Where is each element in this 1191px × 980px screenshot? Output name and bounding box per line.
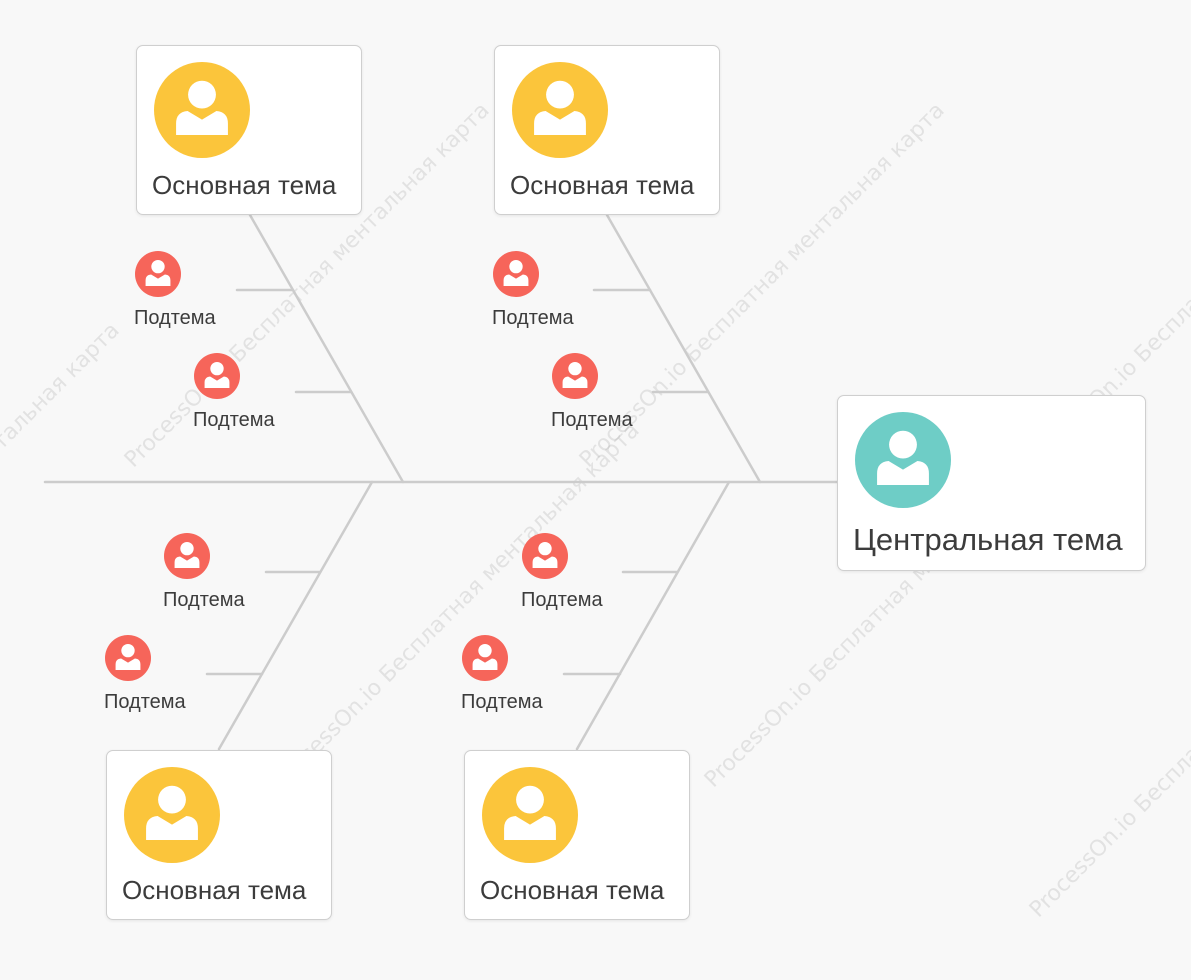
person-icon	[164, 533, 210, 579]
central-topic-node[interactable]: Центральная тема	[837, 395, 1146, 571]
subtopic-node[interactable]: Подтема	[461, 635, 562, 725]
subtopic-node[interactable]: Подтема	[104, 635, 205, 725]
main-topic-label: Основная тема	[510, 170, 695, 200]
branch-line	[217, 480, 374, 751]
branch-line	[575, 480, 731, 751]
person-icon	[135, 251, 181, 297]
main-topic-label: Основная тема	[122, 875, 307, 905]
person-icon	[105, 635, 151, 681]
branch-line	[248, 213, 405, 484]
subtopic-label: Подтема	[521, 589, 603, 611]
subtopic-node[interactable]: Подтема	[521, 533, 622, 623]
branch-line	[605, 213, 762, 484]
person-icon	[462, 635, 508, 681]
person-icon	[493, 251, 539, 297]
main-topic-node[interactable]: Основная тема	[106, 750, 332, 920]
subtopic-label: Подтема	[492, 307, 574, 329]
person-icon	[194, 353, 240, 399]
subtopic-node[interactable]: Подтема	[134, 251, 235, 341]
subtopic-node[interactable]: Подтема	[492, 251, 593, 341]
person-icon	[154, 62, 250, 158]
subtopic-label: Подтема	[461, 691, 543, 713]
subtopic-node[interactable]: Подтема	[551, 353, 652, 443]
person-icon	[482, 767, 578, 863]
person-icon	[552, 353, 598, 399]
subtopic-node[interactable]: Подтема	[163, 533, 264, 623]
subtopic-label: Подтема	[193, 409, 275, 431]
subtopic-label: Подтема	[163, 589, 245, 611]
central-topic-label: Центральная тема	[853, 522, 1123, 557]
subtopic-label: Подтема	[104, 691, 186, 713]
main-topic-node[interactable]: Основная тема	[464, 750, 690, 920]
main-topic-label: Основная тема	[152, 170, 337, 200]
main-topic-label: Основная тема	[480, 875, 665, 905]
main-topic-node[interactable]: Основная тема	[494, 45, 720, 215]
person-icon	[124, 767, 220, 863]
subtopic-node[interactable]: Подтема	[193, 353, 294, 443]
subtopic-label: Подтема	[134, 307, 216, 329]
person-icon	[855, 412, 951, 508]
subtopic-label: Подтема	[551, 409, 633, 431]
person-icon	[512, 62, 608, 158]
person-icon	[522, 533, 568, 579]
main-topic-node[interactable]: Основная тема	[136, 45, 362, 215]
